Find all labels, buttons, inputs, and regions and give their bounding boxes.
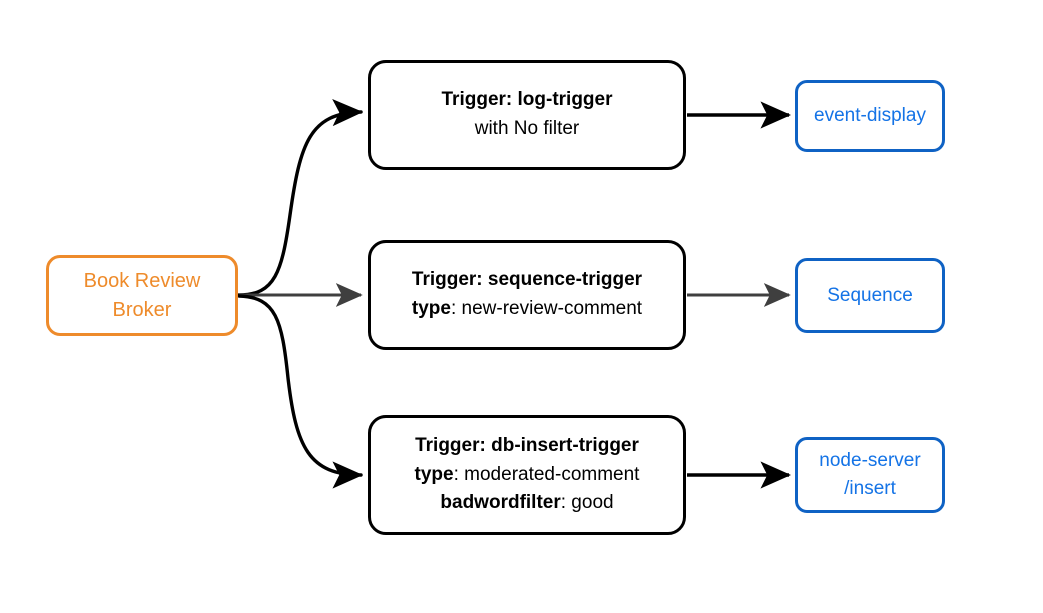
node-book-review-broker[interactable]: Book Review Broker bbox=[46, 255, 238, 336]
trigger-log-line-1: Trigger: log-trigger bbox=[442, 86, 613, 115]
trigger-db-line-2: type: moderated-comment bbox=[415, 461, 640, 490]
edge-broker-to-db-insert-trigger bbox=[237, 294, 364, 489]
trigger-sequence-line-2-seg-2: : new-review-comment bbox=[450, 298, 643, 319]
trigger-db-line-2-seg-1: type bbox=[414, 463, 454, 485]
service-event-display-label: event-display bbox=[814, 105, 926, 127]
node-trigger-log-trigger[interactable]: Trigger: log-trigger with No filter bbox=[368, 60, 686, 170]
trigger-sequence-line-1: Trigger: sequence-trigger bbox=[412, 266, 642, 295]
node-service-node-server-insert[interactable]: node-server /insert bbox=[795, 437, 945, 513]
trigger-db-line-3-seg-1: badwordfilter bbox=[440, 492, 561, 514]
service-node-server-label-line-2: /insert bbox=[844, 478, 896, 499]
service-sequence-label: Sequence bbox=[827, 284, 913, 306]
node-trigger-db-insert-trigger[interactable]: Trigger: db-insert-trigger type: moderat… bbox=[368, 415, 686, 535]
trigger-db-line-1-seg-1: Trigger: db-insert-trigger bbox=[415, 434, 639, 456]
node-service-event-display[interactable]: event-display bbox=[795, 80, 945, 152]
trigger-log-line-2-seg-1: with No filter bbox=[474, 118, 580, 139]
trigger-sequence-line-2-seg-1: type bbox=[411, 298, 451, 319]
node-trigger-sequence-trigger[interactable]: Trigger: sequence-trigger type: new-revi… bbox=[368, 240, 686, 350]
trigger-sequence-line-1-seg-1: Trigger: sequence-trigger bbox=[411, 269, 643, 291]
trigger-db-line-2-seg-2: : moderated-comment bbox=[453, 463, 640, 485]
trigger-log-line-2: with No filter bbox=[475, 115, 580, 144]
broker-label-line-2: Broker bbox=[112, 298, 172, 321]
trigger-db-line-1: Trigger: db-insert-trigger bbox=[415, 432, 639, 461]
trigger-db-line-3: badwordfilter: good bbox=[440, 489, 613, 518]
node-service-sequence[interactable]: Sequence bbox=[795, 258, 945, 333]
trigger-sequence-line-2: type: new-review-comment bbox=[412, 295, 642, 324]
trigger-log-line-1-seg-1: Trigger: log-trigger bbox=[441, 89, 613, 111]
broker-label-line-1: Book Review bbox=[83, 269, 201, 292]
trigger-db-line-3-seg-2: : good bbox=[560, 492, 614, 514]
edge-broker-to-log-trigger bbox=[237, 98, 364, 297]
service-node-server-label-line-1: node-server bbox=[819, 450, 921, 472]
